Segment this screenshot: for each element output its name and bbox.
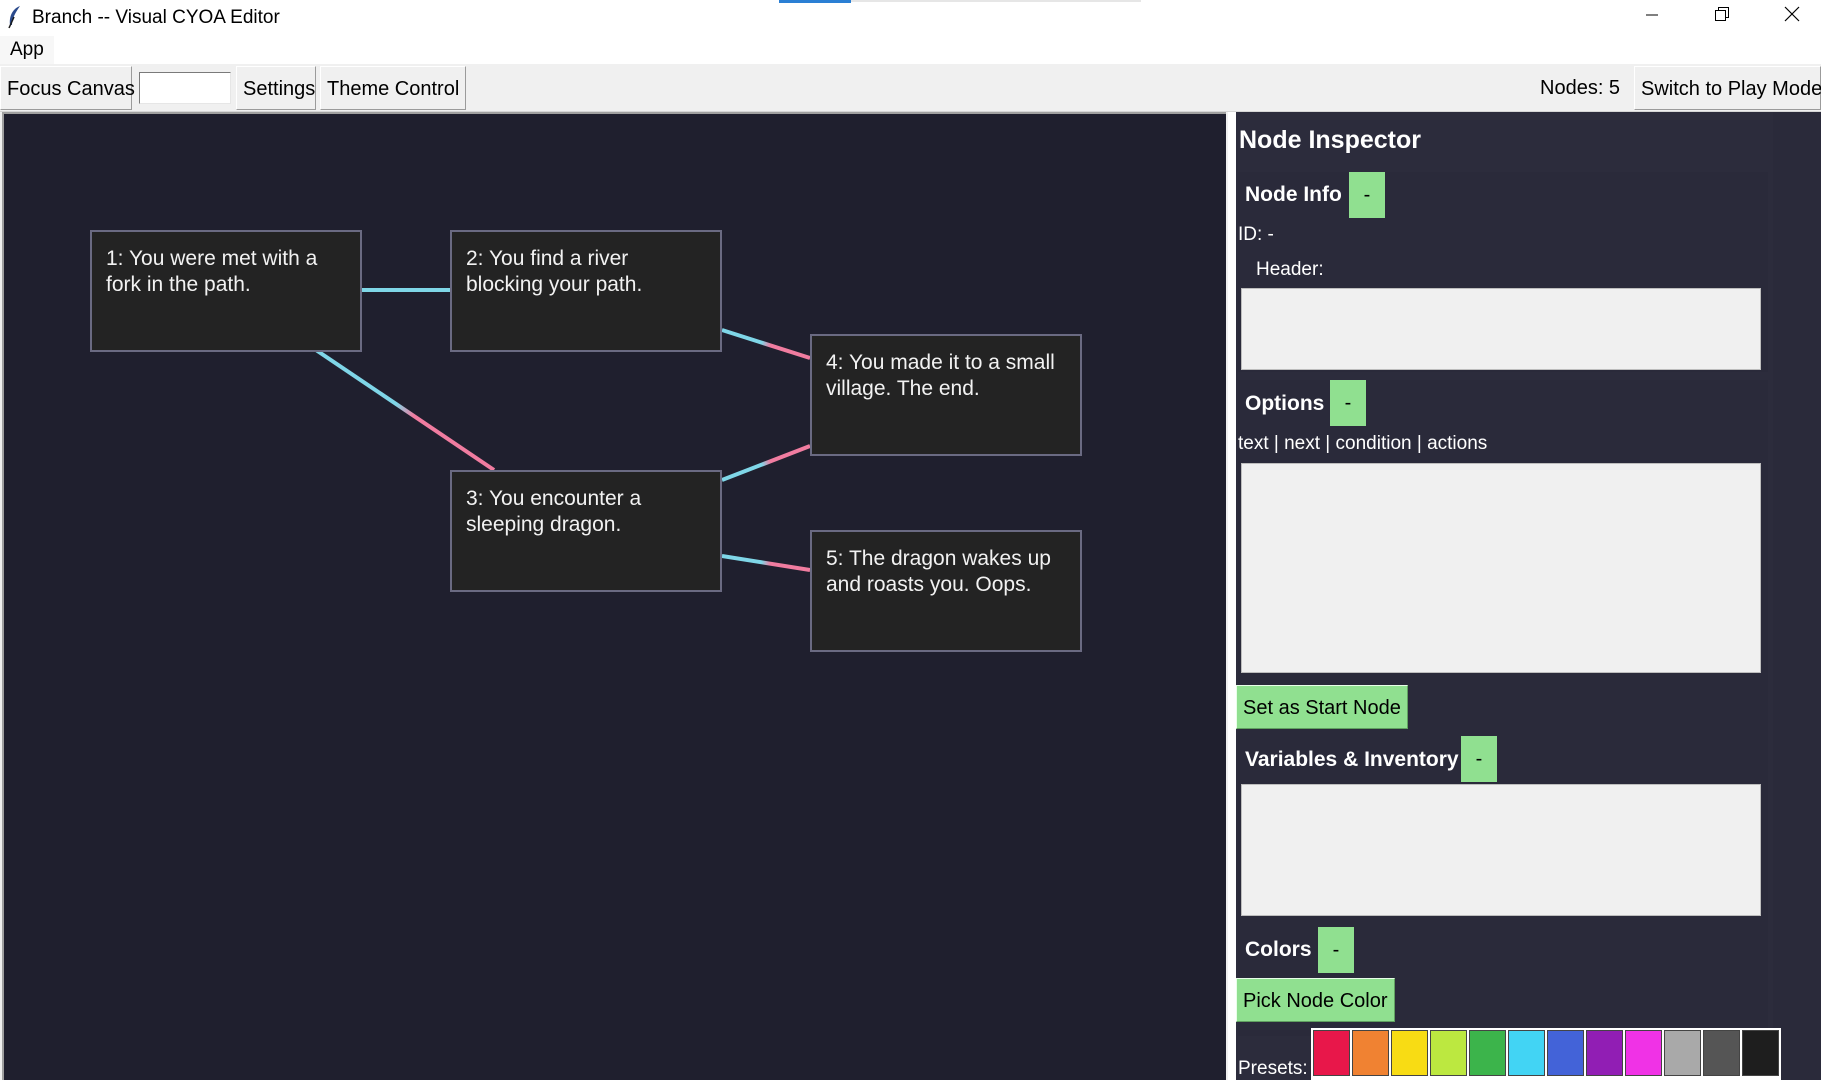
close-button[interactable] <box>1757 0 1821 34</box>
focus-canvas-button[interactable]: Focus Canvas <box>0 66 135 110</box>
color-swatch-7[interactable] <box>1547 1030 1584 1076</box>
header-field[interactable] <box>1241 288 1761 370</box>
color-swatch-8[interactable] <box>1586 1030 1623 1076</box>
close-icon <box>1784 6 1800 28</box>
options-columns-hint: text | next | condition | actions <box>1238 433 1488 454</box>
toolbar: Focus Canvas Settings Theme Control Node… <box>0 64 1821 112</box>
options-toggle-button[interactable]: - <box>1330 380 1366 426</box>
edge-3-4 <box>721 444 811 482</box>
settings-button[interactable]: Settings <box>236 66 316 110</box>
colors-heading: Colors <box>1245 938 1312 961</box>
color-swatch-11[interactable] <box>1703 1030 1740 1076</box>
edge-3-5 <box>721 554 811 572</box>
window-title: Branch -- Visual CYOA Editor <box>32 7 280 28</box>
story-canvas[interactable]: 1: You were met with a fork in the path.… <box>2 112 1226 1080</box>
minimize-button[interactable] <box>1617 0 1687 34</box>
switch-play-mode-button[interactable]: Switch to Play Mode <box>1634 66 1821 110</box>
color-swatch-5[interactable] <box>1469 1030 1506 1076</box>
restore-icon <box>1714 6 1730 28</box>
title-bar: Branch -- Visual CYOA Editor <box>0 0 1821 36</box>
minimize-icon <box>1645 6 1659 28</box>
options-field[interactable] <box>1241 463 1761 673</box>
canvas-area: 1: You were met with a fork in the path.… <box>0 112 1228 1080</box>
variables-field[interactable] <box>1241 784 1761 916</box>
edge-2-4 <box>721 328 811 360</box>
variables-heading: Variables & Inventory <box>1245 748 1459 771</box>
color-swatch-2[interactable] <box>1352 1030 1389 1076</box>
inspector-scroll-track <box>1773 112 1821 1080</box>
variables-toggle-button[interactable]: - <box>1461 736 1497 782</box>
node-info-toggle-button[interactable]: - <box>1349 172 1385 218</box>
set-start-node-button[interactable]: Set as Start Node <box>1236 685 1408 729</box>
node-info-heading: Node Info <box>1245 183 1342 206</box>
color-swatch-12[interactable] <box>1742 1030 1779 1076</box>
color-swatch-3[interactable] <box>1391 1030 1428 1076</box>
pane-splitter[interactable] <box>1228 112 1236 1080</box>
options-heading: Options <box>1245 392 1325 415</box>
feather-icon <box>6 5 24 29</box>
color-swatch-1[interactable] <box>1313 1030 1350 1076</box>
edge-layer <box>314 288 811 572</box>
nodes-count: Nodes: 5 <box>1540 77 1621 99</box>
story-node-1[interactable]: 1: You were met with a fork in the path. <box>90 230 362 352</box>
color-presets <box>1311 1028 1781 1080</box>
edge-1-3 <box>314 348 496 472</box>
pick-node-color-button[interactable]: Pick Node Color <box>1236 978 1395 1022</box>
color-swatch-6[interactable] <box>1508 1030 1545 1076</box>
node-inspector: Node Inspector Node Info - ID: - Header:… <box>1236 112 1821 1080</box>
story-node-5[interactable]: 5: The dragon wakes up and roasts you. O… <box>810 530 1082 652</box>
node-id-label: ID: - <box>1238 224 1274 245</box>
menu-bar: App <box>0 36 1821 64</box>
theme-control-button[interactable]: Theme Control <box>320 66 466 110</box>
search-input[interactable] <box>139 72 231 104</box>
story-node-2[interactable]: 2: You find a river blocking your path. <box>450 230 722 352</box>
inspector-title: Node Inspector <box>1239 126 1421 154</box>
menu-app[interactable]: App <box>0 36 54 64</box>
colors-toggle-button[interactable]: - <box>1318 927 1354 973</box>
restore-button[interactable] <box>1687 0 1757 34</box>
color-swatch-10[interactable] <box>1664 1030 1701 1076</box>
header-label: Header: <box>1256 259 1324 280</box>
presets-label: Presets: <box>1238 1058 1308 1079</box>
color-swatch-9[interactable] <box>1625 1030 1662 1076</box>
taskbar-accent-track <box>851 0 1141 2</box>
story-node-4[interactable]: 4: You made it to a small village. The e… <box>810 334 1082 456</box>
taskbar-accent <box>779 0 851 3</box>
story-node-3[interactable]: 3: You encounter a sleeping dragon. <box>450 470 722 592</box>
color-swatch-4[interactable] <box>1430 1030 1467 1076</box>
